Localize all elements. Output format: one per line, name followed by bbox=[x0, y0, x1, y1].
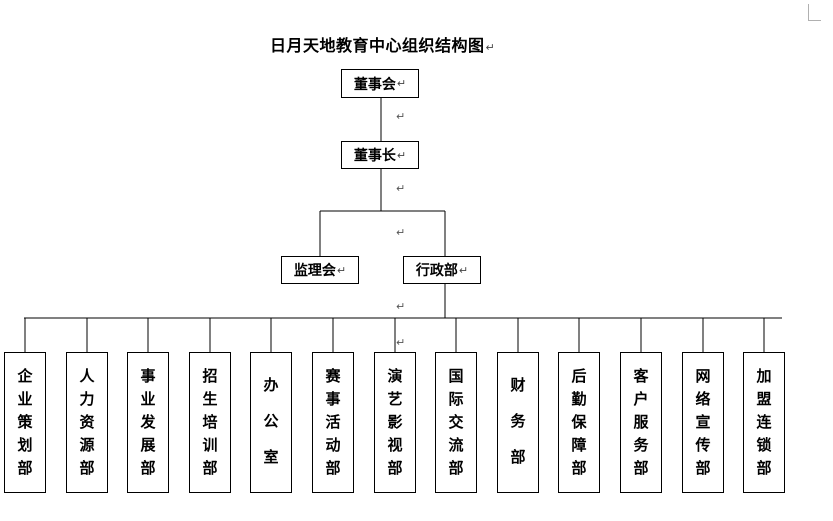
department-char: 国 bbox=[448, 367, 464, 385]
paragraph-mark: ↵ bbox=[396, 182, 406, 195]
chart-title: 日月天地教育中心组织结构图↵ bbox=[270, 32, 530, 55]
department-12: 网络宣传部 bbox=[682, 352, 724, 493]
paragraph-mark: ↵ bbox=[396, 148, 407, 162]
department-char: 视 bbox=[387, 436, 403, 454]
node-supervisory-label: 监理会 bbox=[293, 263, 336, 279]
department-char: 宣 bbox=[695, 413, 711, 431]
node-board: 董事会↵ bbox=[341, 69, 419, 98]
node-admin-label: 行政部 bbox=[415, 263, 458, 279]
department-char: 部 bbox=[695, 459, 711, 477]
department-char: 务 bbox=[633, 436, 649, 454]
department-2: 人力资源部 bbox=[66, 352, 108, 493]
paragraph-mark: ↵ bbox=[458, 263, 469, 277]
department-char: 发 bbox=[140, 413, 156, 431]
department-char: 业 bbox=[17, 390, 33, 408]
department-char: 活 bbox=[325, 413, 341, 431]
department-char: 部 bbox=[448, 459, 464, 477]
department-char: 部 bbox=[202, 459, 218, 477]
department-char: 后 bbox=[571, 367, 587, 385]
department-char: 业 bbox=[140, 390, 156, 408]
department-char: 赛 bbox=[325, 367, 341, 385]
paragraph-mark: ↵ bbox=[396, 336, 406, 349]
department-char: 锁 bbox=[756, 436, 772, 454]
department-char: 办 bbox=[263, 376, 279, 394]
department-char: 策 bbox=[17, 413, 33, 431]
department-char: 训 bbox=[202, 436, 218, 454]
department-char: 部 bbox=[79, 459, 95, 477]
department-11: 客户服务部 bbox=[620, 352, 662, 493]
department-9: 财务部 bbox=[497, 352, 539, 493]
department-char: 加 bbox=[756, 367, 772, 385]
paragraph-mark: ↵ bbox=[485, 41, 496, 54]
department-char: 演 bbox=[387, 367, 403, 385]
chart-title-text: 日月天地教育中心组织结构图 bbox=[270, 36, 485, 55]
department-char: 培 bbox=[202, 413, 218, 431]
department-char: 部 bbox=[17, 459, 33, 477]
department-7: 演艺影视部 bbox=[374, 352, 416, 493]
department-13: 加盟连锁部 bbox=[743, 352, 785, 493]
department-char: 络 bbox=[695, 390, 711, 408]
department-5: 办公室 bbox=[250, 352, 292, 493]
department-char: 部 bbox=[325, 459, 341, 477]
department-char: 传 bbox=[695, 436, 711, 454]
department-char: 流 bbox=[448, 436, 464, 454]
department-char: 资 bbox=[79, 413, 95, 431]
department-8: 国际交流部 bbox=[435, 352, 477, 493]
department-10: 后勤保障部 bbox=[558, 352, 600, 493]
department-char: 盟 bbox=[756, 390, 772, 408]
department-char: 户 bbox=[633, 390, 649, 408]
department-char: 力 bbox=[79, 390, 95, 408]
department-char: 部 bbox=[140, 459, 156, 477]
department-char: 连 bbox=[756, 413, 772, 431]
node-chairman-label: 董事长 bbox=[353, 148, 396, 164]
department-char: 艺 bbox=[387, 390, 403, 408]
paragraph-mark: ↵ bbox=[336, 263, 347, 277]
department-char: 保 bbox=[571, 413, 587, 431]
department-char: 交 bbox=[448, 413, 464, 431]
paragraph-mark: ↵ bbox=[396, 77, 407, 90]
department-1: 企业策划部 bbox=[4, 352, 46, 493]
department-char: 源 bbox=[79, 436, 95, 454]
department-char: 际 bbox=[448, 390, 464, 408]
department-char: 服 bbox=[633, 413, 649, 431]
department-char: 人 bbox=[79, 367, 95, 385]
department-6: 赛事活动部 bbox=[312, 352, 354, 493]
department-char: 事 bbox=[140, 367, 156, 385]
page-corner-mark bbox=[808, 4, 821, 21]
department-3: 事业发展部 bbox=[127, 352, 169, 493]
department-char: 网 bbox=[695, 367, 711, 385]
department-char: 动 bbox=[325, 436, 341, 454]
department-char: 部 bbox=[571, 459, 587, 477]
department-char: 部 bbox=[633, 459, 649, 477]
department-char: 部 bbox=[387, 459, 403, 477]
department-char: 财 bbox=[510, 376, 526, 394]
department-char: 客 bbox=[633, 367, 649, 385]
paragraph-mark: ↵ bbox=[396, 300, 406, 313]
node-board-label: 董事会 bbox=[353, 76, 396, 93]
department-char: 事 bbox=[325, 390, 341, 408]
department-char: 部 bbox=[510, 448, 526, 466]
node-chairman: 董事长↵ bbox=[341, 141, 419, 169]
department-char: 展 bbox=[140, 436, 156, 454]
department-char: 招 bbox=[202, 367, 218, 385]
department-char: 企 bbox=[17, 367, 33, 385]
department-char: 影 bbox=[387, 413, 403, 431]
department-char: 勤 bbox=[571, 390, 587, 408]
paragraph-mark: ↵ bbox=[396, 226, 406, 239]
department-char: 生 bbox=[202, 390, 218, 408]
department-char: 务 bbox=[510, 412, 526, 430]
department-char: 部 bbox=[756, 459, 772, 477]
department-char: 障 bbox=[571, 436, 587, 454]
node-supervisory: 监理会↵ bbox=[281, 256, 359, 284]
department-char: 划 bbox=[17, 436, 33, 454]
paragraph-mark: ↵ bbox=[396, 110, 406, 123]
department-char: 公 bbox=[263, 412, 279, 430]
department-char: 室 bbox=[263, 448, 279, 466]
department-4: 招生培训部 bbox=[189, 352, 231, 493]
node-admin: 行政部↵ bbox=[403, 256, 481, 284]
